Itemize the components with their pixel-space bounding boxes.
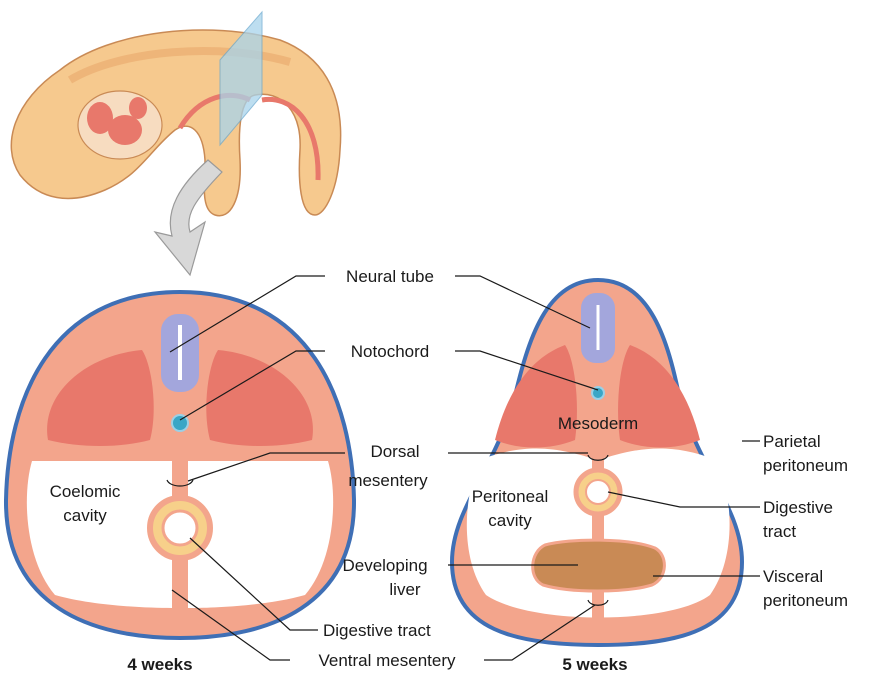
section-5-weeks (452, 280, 742, 645)
organ-bud-3 (129, 97, 147, 119)
embryo-body (11, 30, 340, 216)
section-4-weeks (6, 292, 354, 638)
stage-label-4-weeks: 4 weeks (127, 655, 192, 674)
label-digestive-tract-right-1: Digestive (763, 498, 833, 517)
stage-label-5-weeks: 5 weeks (562, 655, 627, 674)
label-ventral-mesentery: Ventral mesentery (318, 651, 456, 670)
label-developing-liver-2: liver (389, 580, 421, 599)
label-coelomic-cavity-2: cavity (63, 506, 107, 525)
label-digestive-tract-right-2: tract (763, 522, 796, 541)
label-parietal-peritoneum-1: Parietal (763, 432, 821, 451)
label-digestive-tract-left: Digestive tract (323, 621, 431, 640)
label-visceral-peritoneum-2: peritoneum (763, 591, 848, 610)
label-notochord: Notochord (351, 342, 429, 361)
label-neural-tube: Neural tube (346, 267, 434, 286)
label-developing-liver-1: Developing (342, 556, 427, 575)
label-visceral-peritoneum-1: Visceral (763, 567, 823, 586)
label-dorsal-mesentery-2: mesentery (348, 471, 428, 490)
label-coelomic-cavity-1: Coelomic (50, 482, 121, 501)
embryo-illustration (11, 12, 340, 275)
label-peritoneal-cavity-1: Peritoneal (472, 487, 549, 506)
label-mesoderm: Mesoderm (558, 414, 638, 433)
section-arrow (155, 160, 222, 275)
gut-lumen-5w (586, 480, 610, 504)
label-parietal-peritoneum-2: peritoneum (763, 456, 848, 475)
label-dorsal-mesentery-1: Dorsal (370, 442, 419, 461)
notochord-4w (172, 415, 188, 431)
label-peritoneal-cavity-2: cavity (488, 511, 532, 530)
organ-bud-2 (108, 115, 142, 145)
